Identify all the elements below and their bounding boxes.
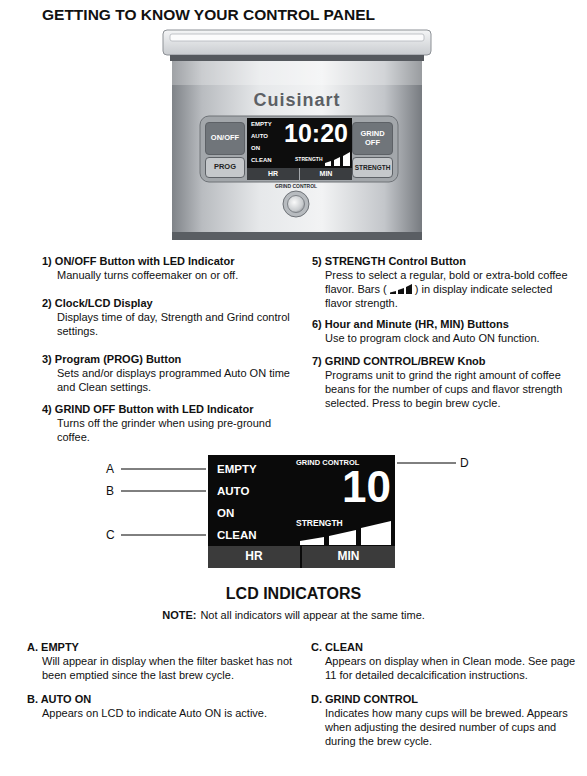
indicator-text: 10 <box>342 465 391 509</box>
indicator-text: EMPTY <box>251 121 272 128</box>
housing-base <box>172 232 422 240</box>
lcd-button-bar: HR <box>208 546 300 568</box>
indicator-text: EMPTY <box>217 462 257 476</box>
button-label: HR <box>245 550 262 563</box>
button-label: ON/OFF <box>211 134 239 142</box>
indicator-text: ON <box>217 506 234 520</box>
carafe-lid <box>163 30 431 55</box>
housing-highlight <box>172 61 422 85</box>
leader-line <box>121 491 206 492</box>
button-label: STRENGTH <box>355 164 391 171</box>
note-label: NOTE: <box>162 609 196 621</box>
item-heading: 4) GRIND OFF Button with LED Indicator <box>42 402 292 416</box>
indicator-text: AUTO <box>217 484 249 498</box>
strength-bar <box>334 157 340 166</box>
indicator-text: CLEAN <box>251 157 272 164</box>
button-label: MIN <box>320 170 333 178</box>
indicator-text: Appears on LCD to indicate Auto ON is ac… <box>42 706 297 720</box>
button-label: GRIND OFF <box>359 130 387 147</box>
lcd-button-bar: MIN <box>302 546 395 568</box>
indicator-text: STRENGTH <box>295 157 323 163</box>
item-heading: 2) Clock/LCD Display <box>42 296 292 310</box>
strength-bar <box>300 537 324 545</box>
callout-letter: C <box>106 527 118 543</box>
item-text: Manually turns coffeemaker on or off. <box>57 268 290 282</box>
leader-line <box>121 535 206 536</box>
panel-button: HR <box>247 168 299 180</box>
indicator-text: CLEAN <box>217 528 257 542</box>
indicator-text: Appears on display when in Clean mode. S… <box>325 654 582 682</box>
brand-logo: Cuisinart <box>248 90 346 111</box>
section-heading: LCD INDICATORS <box>0 584 587 603</box>
item-heading: 5) STRENGTH Control Button <box>312 254 582 268</box>
item-heading: 6) Hour and Minute (HR, MIN) Buttons <box>312 317 582 331</box>
indicator-text: Indicates how many cups will be brewed. … <box>325 706 582 748</box>
lcd-screen <box>247 118 352 168</box>
panel-button: MIN <box>300 168 352 180</box>
panel-button: PROG <box>205 157 245 178</box>
button-label: PROG <box>214 163 236 171</box>
item-heading: 7) GRIND CONTROL/BREW Knob <box>312 354 582 368</box>
indicator-heading: A. EMPTY <box>27 640 297 654</box>
note-text: Not all indicators will appear at the sa… <box>200 609 424 621</box>
item-text: Programs unit to grind the right amount … <box>325 368 582 410</box>
panel-button: GRIND OFF <box>352 122 393 155</box>
note-line: NOTE: Not all indicators will appear at t… <box>0 608 587 622</box>
item-text: Press to select a regular, bold or extra… <box>325 268 582 310</box>
callout-letter: D <box>460 455 472 471</box>
item-text: Turns off the grinder when using pre-gro… <box>57 416 290 444</box>
indicator-heading: C. CLEAN <box>311 640 583 654</box>
indicator-text: AUTO <box>251 133 268 140</box>
lid-edge <box>170 34 424 41</box>
indicator-text: ON <box>251 145 260 152</box>
indicator-text: 10:20 <box>284 121 348 146</box>
panel-button: ON/OFF <box>205 122 245 155</box>
knob-ring <box>283 191 309 217</box>
strength-bar <box>329 530 356 545</box>
knob-label: GRIND CONTROL <box>270 183 322 189</box>
leader-line <box>397 463 456 464</box>
item-text: Displays time of day, Strength and Grind… <box>57 310 290 338</box>
button-label: HR <box>268 170 278 178</box>
leader-line <box>121 469 206 470</box>
strength-bar <box>325 161 331 166</box>
control-panel <box>200 116 398 182</box>
strength-bars-icon <box>390 284 412 294</box>
item-text: Use to program clock and Auto ON functio… <box>325 331 582 345</box>
button-label: MIN <box>338 550 360 563</box>
item-heading: 1) ON/OFF Button with LED Indicator <box>42 254 292 268</box>
page-title: GETTING TO KNOW YOUR CONTROL PANEL <box>42 6 375 24</box>
lcd-display: EMPTY AUTO ON CLEAN 10:20STRENGTH <box>247 118 352 168</box>
callout-letter: A <box>106 461 118 477</box>
callout-letter: B <box>106 483 118 499</box>
lcd-screen <box>208 455 395 568</box>
housing <box>172 61 422 240</box>
strength-bar <box>361 521 391 545</box>
panel-button: STRENGTH <box>352 157 393 178</box>
indicator-text: Will appear in display when the filter b… <box>42 654 297 682</box>
knob <box>288 196 305 213</box>
lcd-display: EMPTYAUTOONCLEANGRIND CONTROL10STRENGTHH… <box>208 455 395 568</box>
item-heading: 3) Program (PROG) Button <box>42 352 292 366</box>
item-text: Sets and/or displays programmed Auto ON … <box>57 366 290 394</box>
indicator-heading: D. GRIND CONTROL <box>311 692 583 706</box>
strength-bar <box>343 152 350 166</box>
indicator-text: STRENGTH <box>296 519 343 528</box>
lid-seam <box>170 55 424 61</box>
indicator-heading: B. AUTO ON <box>27 692 297 706</box>
